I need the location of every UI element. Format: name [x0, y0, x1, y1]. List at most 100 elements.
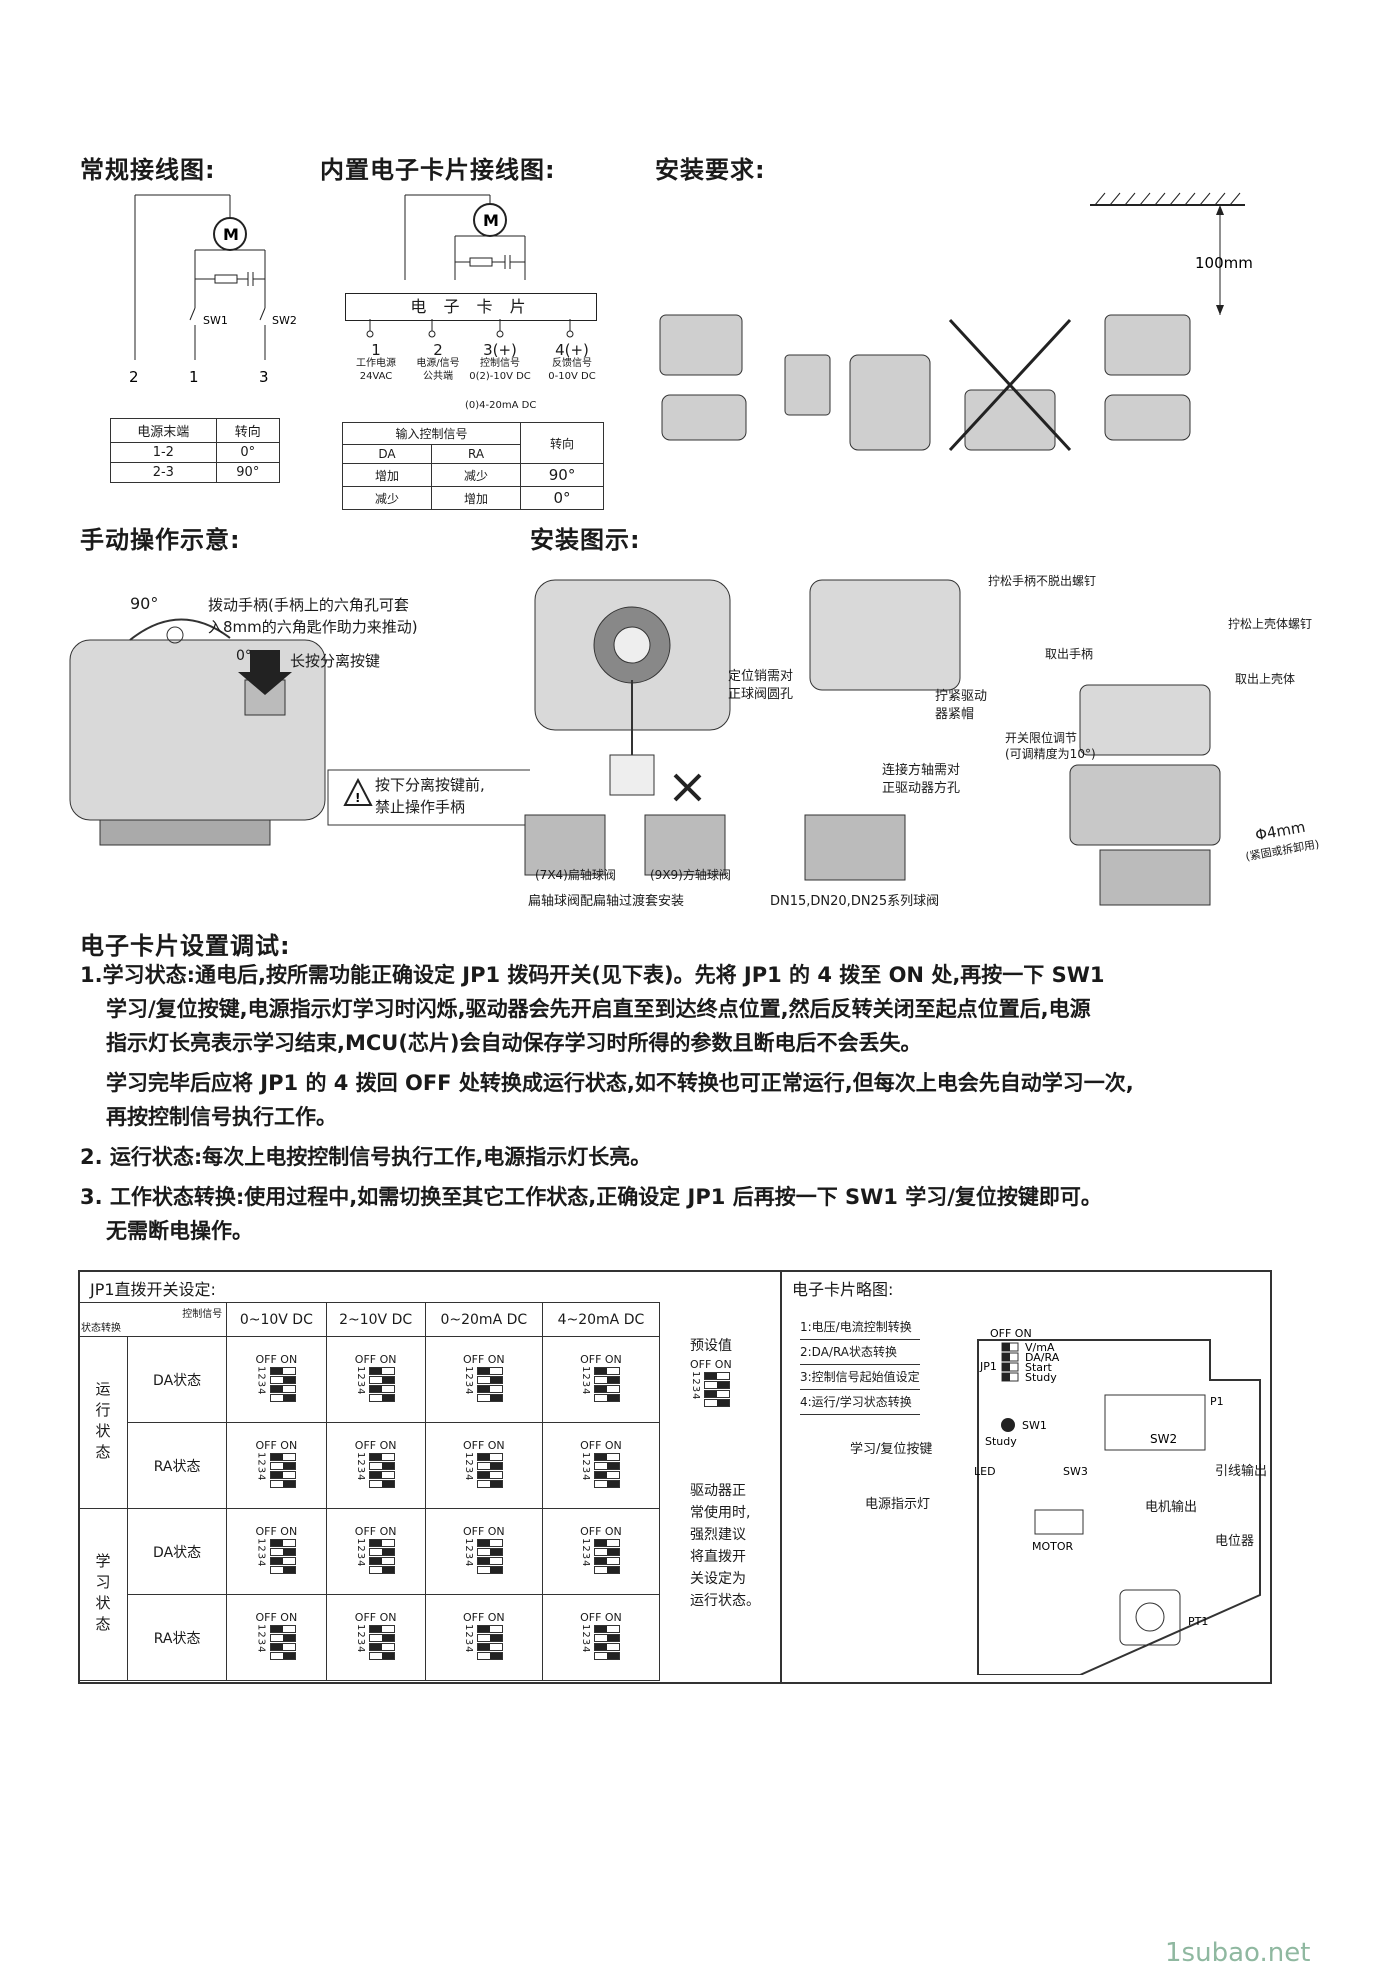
setup-line: 学习完毕后应将 JP1 的 4 拨回 OFF 处转换成运行状态,如不转换也可正常… — [106, 1071, 1134, 1095]
terminal-number: 2 — [433, 341, 443, 359]
section-divider — [780, 1270, 782, 1682]
card-legend: 1:电压/电流控制转换 2:DA/RA状态转换 3:控制信号起始值设定 4:运行… — [800, 1315, 920, 1415]
card-diagram-title: 电子卡片略图: — [792, 1280, 894, 1299]
install-step-line: 拧紧驱动 — [935, 689, 988, 704]
setup-line: 1.学习状态:通电后,按所需功能正确设定 JP1 拨码开关(见下表)。先将 JP… — [80, 963, 1105, 987]
jp1-label: JP1 — [979, 1360, 997, 1373]
note-line: 驱动器正 — [690, 1483, 746, 1499]
card-terminal-1: 1 工作电源 24VAC — [336, 341, 416, 383]
warning-line: 按下分离按键前, — [375, 776, 485, 794]
terminal-desc: 控制信号 — [480, 358, 520, 369]
limit-line: (可调精度为10°) — [1005, 747, 1096, 761]
note-line: 运行状态。 — [690, 1593, 760, 1609]
card-setup-text: 1.学习状态:通电后,按所需功能正确设定 JP1 拨码开关(见下表)。先将 JP… — [80, 958, 1320, 1248]
legend-item: 3:控制信号起始值设定 — [800, 1365, 920, 1390]
watermark: 1subao.net — [1165, 1938, 1311, 1968]
angle-0: 0° — [236, 648, 252, 664]
table-cell: 增加 — [431, 486, 522, 510]
wiring-standard-diagram: M SW1 SW2 2 1 3 — [129, 194, 297, 386]
card-sketch: OFF ON V/mA DA/RA Start Study JP1 SW2 P1… — [974, 1327, 1261, 1675]
row-da: DA状态 — [126, 1336, 228, 1423]
card-extra-signal: (0)4-20mA DC — [465, 400, 537, 411]
terminal-number: 3(+) — [483, 341, 517, 359]
table-cell: 减少 — [341, 486, 433, 510]
motor-symbol: M — [223, 225, 239, 244]
series-label: DN15,DN20,DN25系列球阀 — [770, 894, 940, 909]
install-requirements-diagram: 100mm — [659, 192, 1253, 452]
table-header: 输入控制信号 — [341, 422, 522, 445]
heading-wiring-standard: 常规接线图: — [80, 156, 216, 184]
heading-card-setup: 电子卡片设置调试: — [80, 932, 291, 960]
terminal-desc: 公共端 — [423, 371, 453, 382]
switch-label: Start — [1025, 1361, 1053, 1374]
switch-label: V/mA — [1025, 1341, 1055, 1354]
remove-step2: 拧松上壳体螺钉 — [1228, 617, 1313, 631]
lead-out-label: 引线输出 — [1215, 1464, 1268, 1479]
setup-line: 无需断电操作。 — [106, 1219, 253, 1243]
manual-operation-diagram: ! — [69, 618, 530, 846]
terminal-3: 3 — [259, 368, 269, 386]
table-header: 电源末端 — [110, 418, 217, 443]
switch-label: Study — [1025, 1371, 1057, 1384]
arrow-down-icon — [238, 650, 292, 695]
heading-install-fig: 安装图示: — [530, 526, 641, 554]
row-ra: RA状态 — [126, 1594, 228, 1681]
motor-label: MOTOR — [1032, 1540, 1074, 1553]
table-header: DA — [341, 444, 433, 464]
electronic-card-box: 电 子 卡 片 — [345, 293, 597, 321]
manual-step2-line: 拨动手柄(手柄上的六角孔可套 — [208, 596, 409, 614]
signal-header: 4~20mA DC — [541, 1302, 661, 1337]
install-step-line: 正驱动器方孔 — [882, 781, 961, 796]
led-label: LED — [974, 1465, 996, 1478]
warning-icon — [343, 777, 373, 806]
card-terminal-leads — [366, 319, 574, 338]
sw3-label: SW3 — [1063, 1465, 1088, 1478]
corner-label: 控制信号 — [182, 1309, 223, 1320]
sw1-label: SW1 — [1022, 1419, 1047, 1432]
remove-step1: 拧松手柄不脱出螺钉 — [988, 574, 1097, 588]
group-learn: 学习状态 — [78, 1508, 128, 1681]
sw2-label: SW2 — [1150, 1432, 1177, 1446]
terminal-desc: 0(2)-10V DC — [469, 371, 531, 382]
adapter-note: 扁轴球阀配扁轴过渡套安装 — [528, 894, 685, 909]
svg-text:!: ! — [355, 791, 360, 805]
table-cell: 1-2 — [110, 442, 217, 463]
terminal-number: 1 — [371, 341, 381, 359]
group-run: 运行状态 — [78, 1336, 128, 1509]
preset-label: 预设值 — [690, 1338, 732, 1354]
table-cell: 减少 — [431, 463, 522, 487]
row-ra: RA状态 — [126, 1422, 228, 1509]
setup-line: 指示灯长亮表示学习结束,MCU(芯片)会自动保存学习时所得的参数且断电后不会丢失… — [106, 1031, 922, 1055]
table-cell: 0° — [520, 486, 604, 510]
table-cell: 90° — [520, 463, 604, 487]
terminal-desc: 24VAC — [359, 371, 393, 382]
card-terminal-4: 4(+) 反馈信号 0-10V DC — [532, 343, 612, 383]
pt1-label: PT1 — [1188, 1615, 1208, 1628]
table-header: RA — [431, 444, 522, 464]
corner-label: 状态转换 — [81, 1323, 121, 1334]
study-label: Study — [985, 1435, 1017, 1448]
switch-label: DA/RA — [1025, 1351, 1060, 1364]
legend-item: 4:运行/学习状态转换 — [800, 1390, 920, 1415]
heading-manual: 手动操作示意: — [80, 526, 241, 554]
angle-90: 90° — [130, 594, 159, 613]
off-on-label: OFF ON — [990, 1327, 1032, 1340]
